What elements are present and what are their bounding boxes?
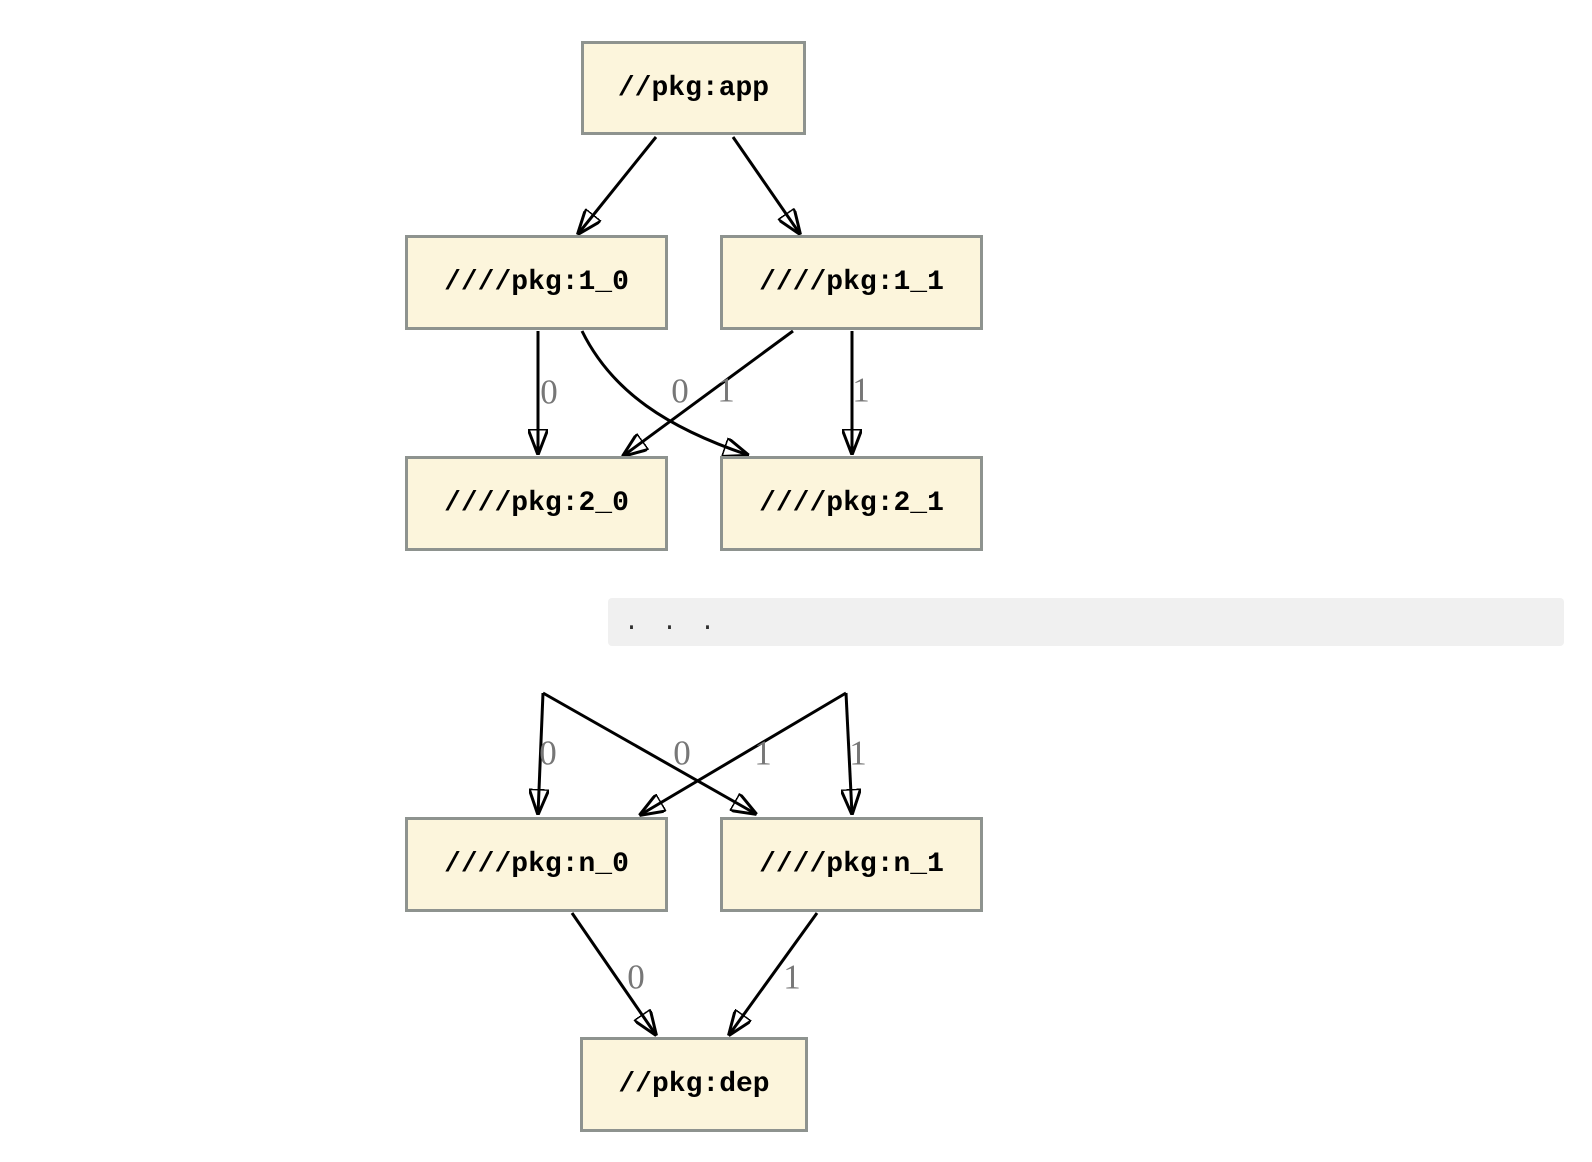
node-pkg-1_0: ////pkg:1_0 (405, 235, 668, 330)
edge-app-to-1_1 (731, 136, 800, 234)
edge-cropped-to-n_0-straight (538, 692, 543, 814)
node-pkg-1_0-label: ////pkg:1_0 (444, 267, 629, 298)
node-pkg-2_1-label: ////pkg:2_1 (759, 488, 944, 519)
edge-label-to-n_0-cross: 1 (754, 733, 772, 773)
edge-label-n_1-dep: 1 (783, 957, 801, 997)
node-pkg-n_0: ////pkg:n_0 (405, 817, 668, 912)
edge-label-to-n_0-straight: 0 (539, 733, 557, 773)
edge-app-to-1_0 (578, 136, 658, 234)
edge-label-1_1-2_1: 1 (852, 370, 870, 410)
node-pkg-1_1: ////pkg:1_1 (720, 235, 983, 330)
edge-label-n_0-dep: 0 (627, 957, 645, 997)
edge-1_0-to-2_1 (580, 330, 748, 455)
node-pkg-2_1: ////pkg:2_1 (720, 456, 983, 551)
edge-1_1-to-2_0 (623, 329, 794, 456)
node-pkg-n_1: ////pkg:n_1 (720, 817, 983, 912)
edge-cropped-to-n_1-straight (846, 692, 852, 814)
ellipsis-code-block: . . . (608, 598, 1564, 646)
node-pkg-dep: //pkg:dep (580, 1037, 808, 1132)
edge-label-1_1-2_0: 1 (717, 370, 735, 410)
node-pkg-2_0-label: ////pkg:2_0 (444, 488, 629, 519)
node-pkg-app: //pkg:app (581, 41, 806, 135)
edge-cropped-to-n_1-cross (542, 691, 756, 814)
node-pkg-app-label: //pkg:app (617, 72, 770, 104)
edge-label-1_0-2_0: 0 (540, 372, 558, 412)
node-pkg-n_1-label: ////pkg:n_1 (759, 849, 944, 880)
edge-label-to-n_1-cross: 0 (673, 733, 691, 773)
edge-label-to-n_1-straight: 1 (849, 733, 867, 773)
edge-label-1_0-2_1: 0 (671, 371, 689, 411)
edge-n_1-to-dep (729, 912, 819, 1035)
node-pkg-dep-label: //pkg:dep (618, 1069, 770, 1100)
ellipsis-text: . . . (624, 607, 716, 637)
edge-cropped-to-n_0-cross (640, 691, 847, 815)
edge-n_0-to-dep (570, 912, 656, 1035)
node-pkg-2_0: ////pkg:2_0 (405, 456, 668, 551)
node-pkg-1_1-label: ////pkg:1_1 (759, 267, 944, 298)
node-pkg-n_0-label: ////pkg:n_0 (444, 849, 629, 880)
